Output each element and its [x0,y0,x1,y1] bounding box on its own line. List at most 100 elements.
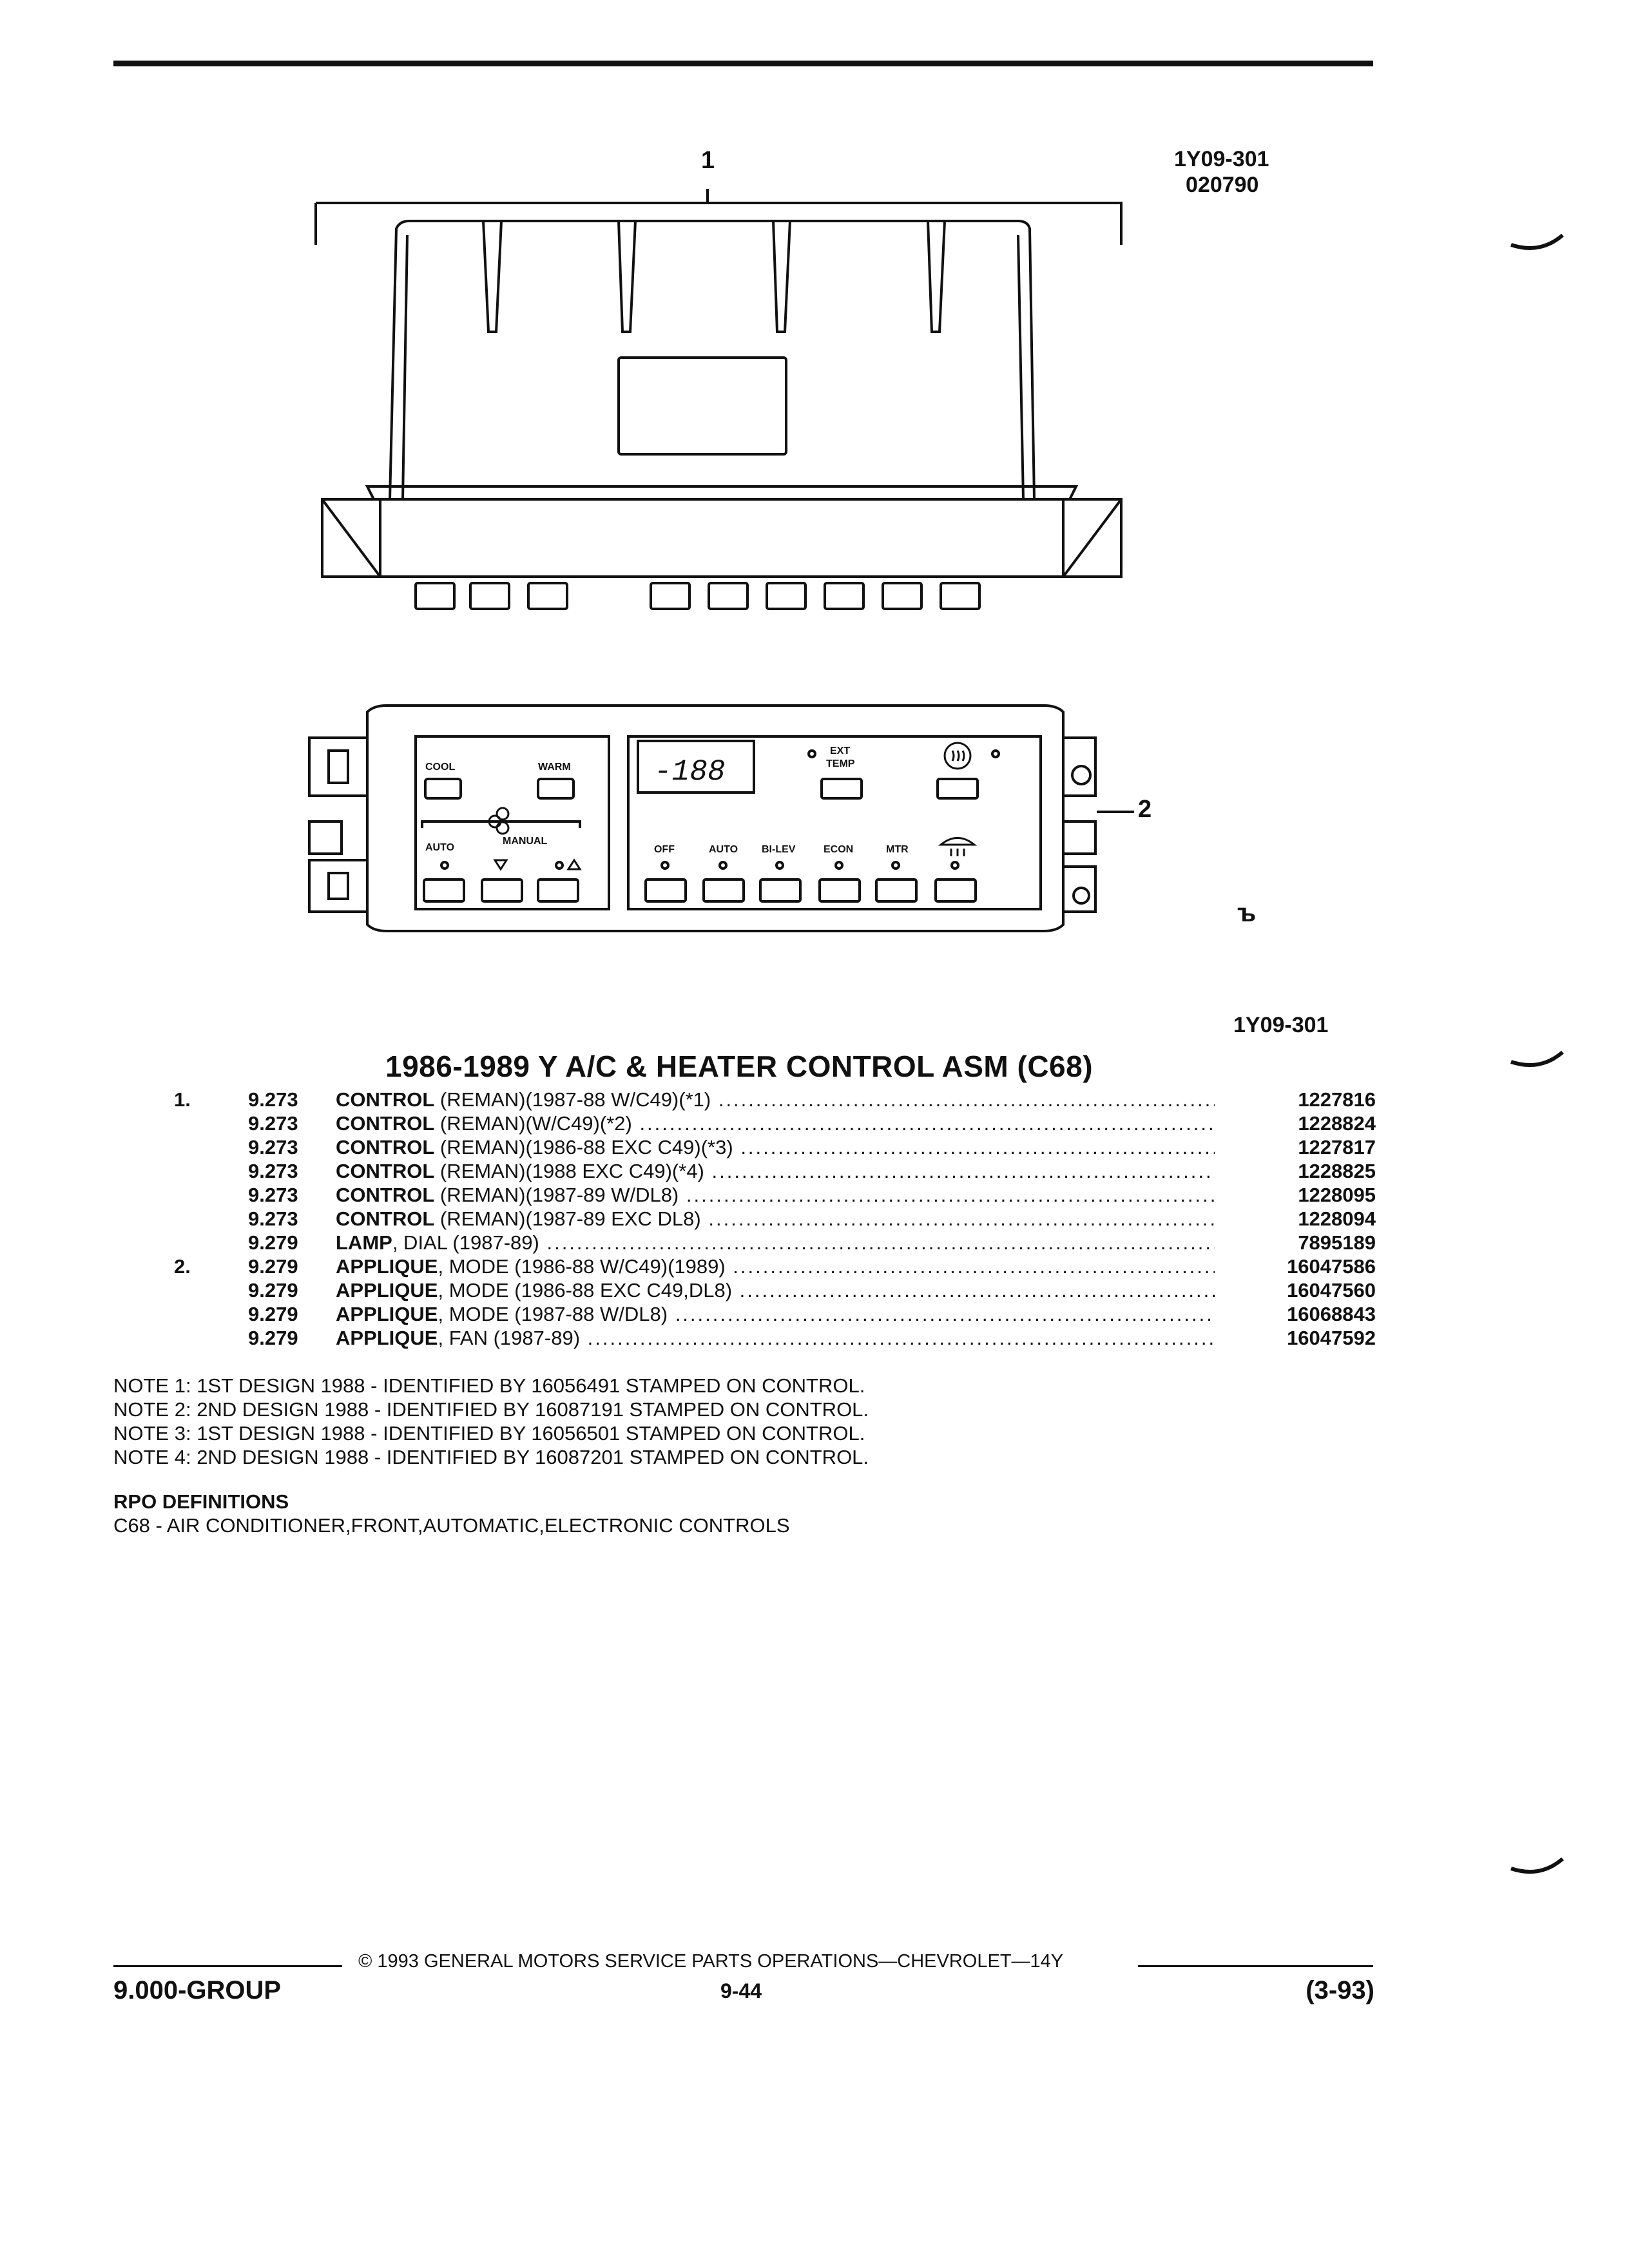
item-part-number: 1227816 [1298,1088,1376,1111]
list-item: 9.273 CONTROL (REMAN)(1986-88 EXC C49)(*3… [164,1135,1376,1159]
panel-manual-label: MANUAL [503,836,548,847]
footer-group-label: 9.000-GROUP [113,1976,282,2004]
item-detail: , DIAL (1987-89) [392,1231,539,1254]
item-name: APPLIQUE [336,1327,438,1349]
list-item: 9.273 CONTROL (REMAN)(W/C49)(*2) 1228824 [164,1111,1376,1135]
note-line: NOTE 4: 2ND DESIGN 1988 - IDENTIFIED BY … [113,1446,869,1468]
item-part-number: 16047560 [1287,1279,1376,1302]
item-detail: (REMAN)(1986-88 EXC C49)(*3) [439,1136,733,1158]
callout-2: 2 [1138,796,1152,823]
binder-mark [1510,233,1564,250]
item-description: APPLIQUE, MODE (1986-88 EXC C49,DL8) [336,1278,1215,1302]
item-description: LAMP, DIAL (1987-89) [336,1231,1215,1254]
item-description: CONTROL (REMAN)(1988 EXC C49)(*4) [336,1159,1215,1183]
stamp-mark: ъ [1237,899,1257,927]
item-group: 9.273 [248,1136,298,1158]
item-detail: , MODE (1986-88 W/C49)(1989) [438,1255,726,1278]
item-detail: , MODE (1987-88 W/DL8) [438,1303,668,1325]
item-group: 9.279 [248,1303,298,1325]
arrow-down-icon [493,859,508,871]
panel-auto-label: AUTO [425,842,454,853]
footer-revision-date: (3-93) [1306,1976,1374,2004]
item-description: CONTROL (REMAN)(1986-88 EXC C49)(*3) [336,1135,1215,1159]
item-detail: , MODE (1986-88 EXC C49,DL8) [438,1279,733,1302]
notes-block: NOTE 1: 1ST DESIGN 1988 - IDENTIFIED BY … [113,1374,869,1469]
item-group: 9.273 [248,1112,298,1135]
item-detail: , FAN (1987-89) [438,1327,581,1349]
mode-label-3: ECON [824,844,853,855]
note-line: NOTE 3: 1ST DESIGN 1988 - IDENTIFIED BY … [113,1422,865,1445]
item-part-number: 7895189 [1298,1231,1376,1254]
footer-rule-right [1138,1965,1373,1967]
list-item: 9.279 LAMP, DIAL (1987-89) 7895189 [164,1231,1376,1254]
item-group: 9.279 [248,1327,298,1349]
note-line: NOTE 1: 1ST DESIGN 1988 - IDENTIFIED BY … [113,1374,865,1397]
binder-mark [1510,1050,1564,1067]
item-index: 1. [174,1088,191,1111]
ref-date: 020790 [1186,173,1259,197]
item-part-number: 16047586 [1287,1255,1376,1278]
item-description: APPLIQUE, MODE (1986-88 W/C49)(1989) [336,1254,1215,1278]
item-index: 2. [174,1255,191,1278]
item-name: CONTROL [336,1112,435,1135]
mode-label-0: OFF [654,844,675,855]
mode-label-4: MTR [886,844,909,855]
item-group: 9.279 [248,1231,298,1254]
list-item: 2. 9.279 APPLIQUE, MODE (1986-88 W/C49)(19… [164,1254,1376,1278]
mode-label-1: AUTO [709,844,738,855]
item-group: 9.273 [248,1184,298,1206]
front-panel-illustration: COOL WARM AUTO MANUAL EXT TEMP OFF AUTO … [308,704,1134,932]
rpo-heading: RPO DEFINITIONS [113,1490,289,1513]
item-detail: (REMAN)(1987-88 W/C49)(*1) [439,1088,711,1111]
panel-cool-label: COOL [425,762,455,773]
fan-icon [488,807,510,835]
item-detail: (REMAN)(1987-89 EXC DL8) [439,1207,701,1230]
item-description: CONTROL (REMAN)(W/C49)(*2) [336,1111,1215,1135]
list-item: 9.279 APPLIQUE, MODE (1986-88 EXC C49,DL8… [164,1278,1376,1302]
item-detail: (REMAN)(1988 EXC C49)(*4) [439,1160,704,1182]
item-part-number: 1228094 [1298,1207,1376,1230]
footer-page-number: 9-44 [720,1979,762,2003]
item-description: APPLIQUE, FAN (1987-89) [336,1326,1215,1350]
top-rule [113,61,1373,66]
item-part-number: 1228824 [1298,1112,1376,1135]
item-name: APPLIQUE [336,1255,438,1278]
panel-ext-label: EXT [830,745,850,756]
panel-temp-label: TEMP [826,758,855,769]
item-name: APPLIQUE [336,1279,438,1302]
arrow-up-icon [566,858,582,870]
section-title: 1986-1989 Y A/C & HEATER CONTROL ASM (C6… [385,1050,1094,1083]
list-item: 9.273 CONTROL (REMAN)(1987-89 W/DL8) 12280… [164,1183,1376,1207]
item-group: 9.273 [248,1207,298,1230]
item-group: 9.279 [248,1255,298,1278]
footer-copyright: © 1993 GENERAL MOTORS SERVICE PARTS OPER… [358,1951,1064,1972]
item-description: APPLIQUE, MODE (1987-88 W/DL8) [336,1302,1215,1326]
rpo-definition: C68 - AIR CONDITIONER,FRONT,AUTOMATIC,EL… [113,1514,790,1537]
item-name: APPLIQUE [336,1303,438,1325]
ref-code-lower: 1Y09-301 [1233,1013,1329,1037]
note-line: NOTE 2: 2ND DESIGN 1988 - IDENTIFIED BY … [113,1398,869,1421]
item-name: CONTROL [336,1184,435,1206]
item-description: CONTROL (REMAN)(1987-89 W/DL8) [336,1183,1215,1207]
footer-rule-left [113,1965,342,1967]
item-group: 9.279 [248,1279,298,1302]
panel-display-readout: -188 [654,755,725,789]
panel-warm-label: WARM [538,762,571,773]
item-description: CONTROL (REMAN)(1987-89 EXC DL8) [336,1207,1215,1231]
item-part-number: 1228095 [1298,1184,1376,1206]
list-item: 1. 9.273 CONTROL (REMAN)(1987-88 W/C49)(*1… [164,1088,1376,1111]
front-defrost-icon [938,837,978,856]
item-part-number: 1228825 [1298,1160,1376,1182]
item-name: LAMP [336,1231,392,1254]
control-assembly-illustration [314,189,1123,610]
item-name: CONTROL [336,1207,435,1230]
item-group: 9.273 [248,1088,298,1111]
item-name: CONTROL [336,1136,435,1158]
list-item: 9.279 APPLIQUE, MODE (1987-88 W/DL8) 16068… [164,1302,1376,1326]
item-name: CONTROL [336,1088,435,1111]
item-part-number: 16068843 [1287,1303,1376,1325]
item-detail: (REMAN)(W/C49)(*2) [439,1112,632,1135]
